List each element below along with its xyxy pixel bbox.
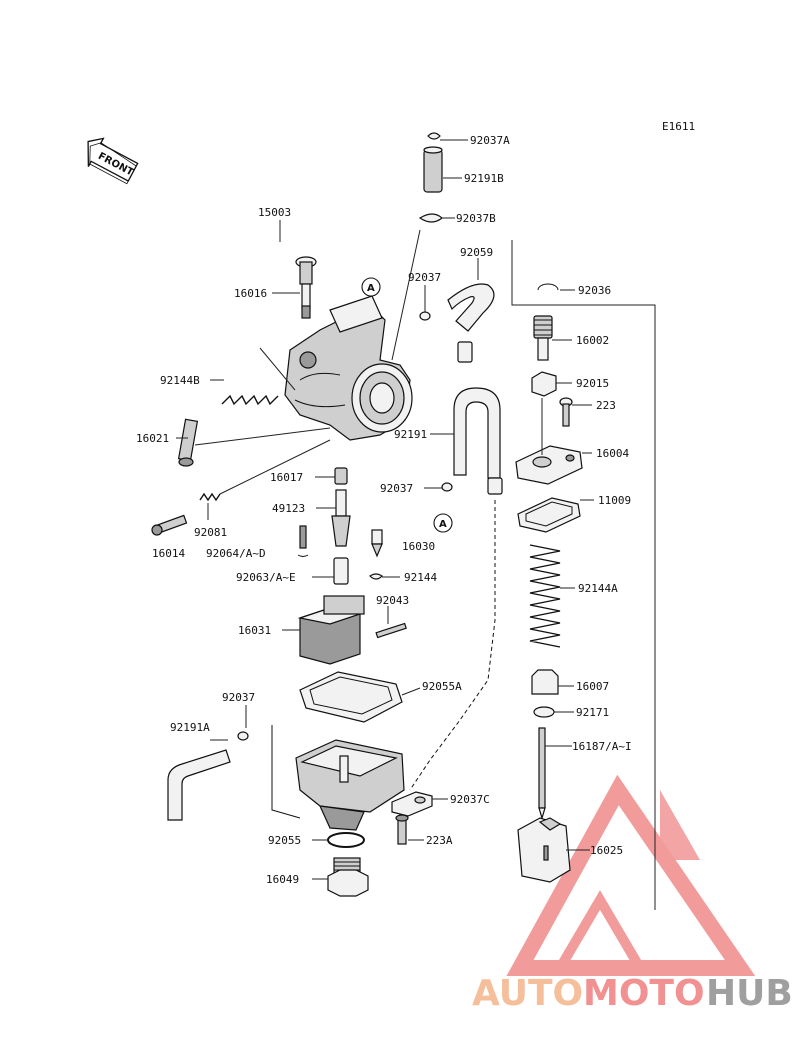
label-92037a: 92037A bbox=[470, 134, 510, 147]
screw-223 bbox=[559, 397, 592, 427]
label-92191: 92191 bbox=[394, 428, 427, 441]
label-92144a: 92144A bbox=[578, 582, 618, 595]
air-screw-16016 bbox=[272, 256, 317, 319]
label-92055a: 92055A bbox=[422, 680, 462, 693]
label-92144b: 92144B bbox=[160, 374, 200, 387]
label-92081: 92081 bbox=[194, 526, 227, 539]
spring-92144a bbox=[529, 544, 575, 648]
oring-92037-mid bbox=[424, 482, 453, 492]
label-92036: 92036 bbox=[578, 284, 611, 297]
label-11009: 11009 bbox=[598, 494, 631, 507]
label-92191b: 92191B bbox=[464, 172, 504, 185]
label-15003: 15003 bbox=[258, 206, 291, 219]
label-16049: 16049 bbox=[266, 873, 299, 886]
label-16031: 16031 bbox=[238, 624, 271, 637]
float-bowl bbox=[271, 725, 405, 831]
label-223a: 223A bbox=[426, 834, 453, 847]
label-223: 223 bbox=[596, 399, 616, 412]
pin-92043 bbox=[375, 606, 407, 639]
label-16002: 16002 bbox=[576, 334, 609, 347]
spring-92081 bbox=[199, 439, 331, 520]
label-92037-mid: 92037 bbox=[380, 482, 413, 495]
hose-92191 bbox=[409, 387, 503, 791]
needle-jet-49123 bbox=[316, 489, 351, 547]
main-jet-92063 bbox=[312, 557, 349, 585]
oring-92055 bbox=[312, 832, 365, 848]
pilot-jet-16017 bbox=[315, 467, 348, 485]
label-92055: 92055 bbox=[268, 834, 301, 847]
vent-tube-assembly bbox=[418, 132, 468, 223]
cap-16004 bbox=[515, 398, 592, 485]
label-92037-top: 92037 bbox=[408, 271, 441, 284]
label-92144: 92144 bbox=[404, 571, 437, 584]
label-16025: 16025 bbox=[590, 844, 623, 857]
label-16016: 16016 bbox=[234, 287, 267, 300]
label-16014: 16014 bbox=[152, 547, 185, 560]
part-labels: 92037A 92191B 92037B 15003 92037 92059 9… bbox=[136, 134, 632, 886]
clip-92171 bbox=[533, 706, 574, 718]
front-direction-icon: FRONT bbox=[87, 137, 139, 185]
nut-92015 bbox=[531, 371, 572, 397]
callout-a-lower: A bbox=[439, 519, 447, 530]
watermark-auto-text: AUTO bbox=[472, 973, 583, 1014]
label-92059: 92059 bbox=[460, 246, 493, 259]
float-needle-16030 bbox=[371, 529, 383, 558]
hose-92191a bbox=[167, 739, 231, 821]
label-92191a: 92191A bbox=[170, 721, 210, 734]
screw-16021 bbox=[176, 418, 331, 467]
screw-223a bbox=[395, 814, 424, 845]
gasket-92055a bbox=[299, 671, 421, 723]
watermark-moto-text: MOTO bbox=[583, 973, 705, 1014]
label-92043: 92043 bbox=[376, 594, 409, 607]
gasket-11009 bbox=[517, 497, 594, 533]
diagram-code: E1611 bbox=[662, 120, 695, 133]
clip-92144 bbox=[369, 573, 400, 580]
label-49123: 49123 bbox=[272, 502, 305, 515]
label-92063: 92063/A~E bbox=[236, 571, 296, 584]
oring-92037-low bbox=[237, 705, 249, 741]
watermark-logo: AUTO MOTO HUB bbox=[472, 774, 793, 1014]
label-92037b: 92037B bbox=[456, 212, 496, 225]
label-16187: 16187/A~I bbox=[572, 740, 632, 753]
label-16004: 16004 bbox=[596, 447, 629, 460]
label-92171: 92171 bbox=[576, 706, 609, 719]
label-16017: 16017 bbox=[270, 471, 303, 484]
cable-adjuster-16002 bbox=[533, 315, 572, 361]
label-16030: 16030 bbox=[402, 540, 435, 553]
main-jet-92064 bbox=[297, 525, 309, 557]
callout-a-upper: A bbox=[367, 283, 375, 294]
label-92037c: 92037C bbox=[450, 793, 490, 806]
label-92015: 92015 bbox=[576, 377, 609, 390]
label-16007: 16007 bbox=[576, 680, 609, 693]
watermark-hub-text: HUB bbox=[706, 973, 793, 1014]
carburetor-body: A bbox=[284, 277, 413, 441]
label-92037-low: 92037 bbox=[222, 691, 255, 704]
callout-a-lower-wrap: A bbox=[433, 513, 453, 533]
holder-16007 bbox=[531, 669, 574, 695]
jet-needle-16187 bbox=[538, 727, 572, 821]
hose-92059 bbox=[447, 258, 495, 363]
label-92064: 92064/A~D bbox=[206, 547, 266, 560]
screw-16014 bbox=[151, 514, 188, 536]
spring-92144b bbox=[210, 347, 296, 406]
float-16031 bbox=[282, 595, 365, 665]
bracket-92037c bbox=[391, 791, 448, 817]
throttle-valve-16025 bbox=[517, 817, 590, 883]
label-16021: 16021 bbox=[136, 432, 169, 445]
drain-plug-16049 bbox=[312, 857, 369, 897]
